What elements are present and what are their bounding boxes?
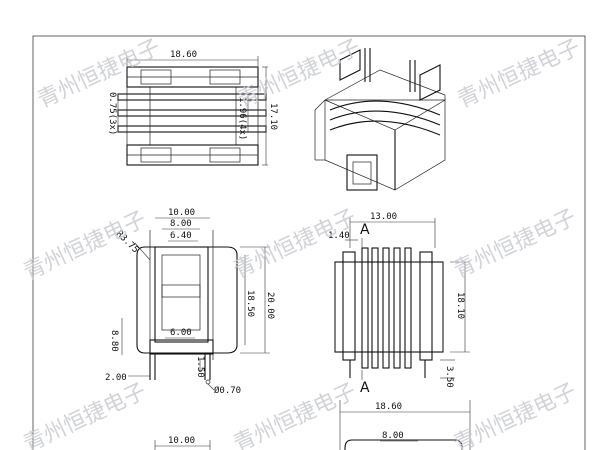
- watermark: 青州恒捷电子: [450, 205, 580, 283]
- front-pin-len-label: 1.50: [195, 356, 205, 378]
- section-mark-bottom: A: [360, 380, 370, 396]
- side-width-label: 13.00: [370, 212, 397, 222]
- watermark: 青州恒捷电子: [450, 379, 580, 450]
- section-mark-top: A: [360, 222, 370, 238]
- front-height-outer-label: 20.00: [265, 292, 275, 319]
- top-width-label: 18.60: [170, 50, 197, 60]
- bottom-right-width-label: 18.60: [375, 402, 402, 412]
- watermarks: 青州恒捷电子 青州恒捷电子 青州恒捷电子 青州恒捷电子 青州恒捷电子 青州恒捷电…: [20, 35, 584, 450]
- front-height-inner-label: 18.50: [245, 290, 255, 317]
- front-left-height-label: 8.80: [109, 330, 119, 352]
- top-height-label: 17.10: [268, 103, 278, 130]
- side-view: 13.00 1.40 A A 18.10 3.50: [328, 212, 470, 396]
- side-height-label: 18.10: [455, 292, 465, 319]
- front-mid-width-label: 8.00: [170, 219, 192, 229]
- watermark: 青州恒捷电子: [20, 379, 150, 450]
- top-pitch-right-label: 1.96(4x): [237, 97, 247, 140]
- front-view: 10.00 8.00 6.40 R3.75 18.50 20.00 6.00 8…: [105, 208, 275, 396]
- watermark: 青州恒捷电子: [230, 205, 360, 283]
- front-bottom-gap-label: 6.00: [170, 328, 192, 338]
- front-pin-dia-label: Ø0.70: [214, 385, 241, 396]
- top-view: 18.60 17.10 1.96(4x) 0.75(3x): [107, 50, 278, 166]
- bottom-right-view: 18.60 8.00: [339, 400, 471, 450]
- side-flange-label: 1.40: [328, 231, 350, 241]
- watermark: 青州恒捷电子: [454, 35, 584, 113]
- top-pitch-left-label: 0.75(3x): [107, 92, 117, 135]
- isometric-view: [314, 48, 447, 191]
- drawing-frame: [32, 35, 586, 450]
- bottom-right-inner-label: 8.00: [382, 431, 404, 441]
- front-pin-pitch-label: 2.00: [105, 373, 127, 383]
- watermark: 青州恒捷电子: [234, 35, 364, 113]
- front-inner-width-label: 6.40: [170, 231, 192, 241]
- bottom-left-width-label: 10.00: [168, 436, 195, 446]
- front-outer-width-label: 10.00: [168, 208, 195, 218]
- side-pin-len-label: 3.50: [444, 366, 454, 388]
- watermark: 青州恒捷电子: [230, 379, 360, 450]
- watermark: 青州恒捷电子: [34, 35, 164, 113]
- bottom-left-view: 10.00: [154, 436, 211, 450]
